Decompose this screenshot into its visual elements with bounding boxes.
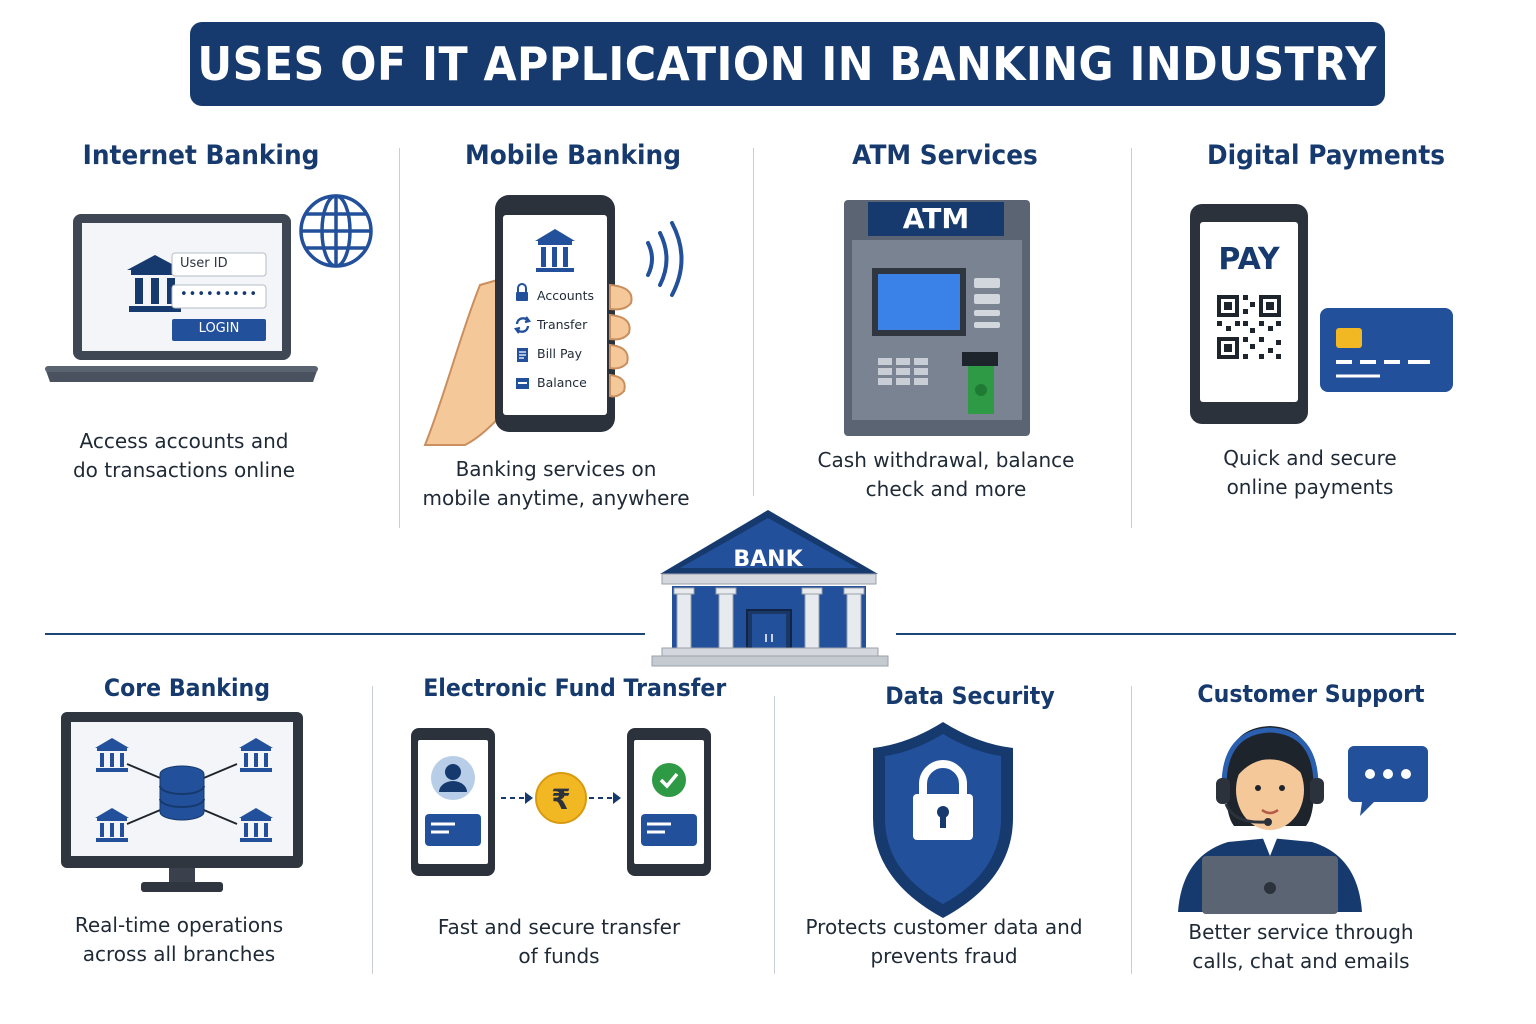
customer-support-desc: Better service through calls, chat and e… <box>1188 920 1414 973</box>
divider <box>1131 148 1132 528</box>
atm-services-title: ATM Services <box>852 140 1038 171</box>
eft-desc: Fast and secure transfer of funds <box>437 915 681 968</box>
laptop-icon <box>45 194 373 382</box>
lock-icon <box>913 760 973 840</box>
mobile-banking-desc: Banking services on mobile anytime, anyw… <box>422 457 690 510</box>
divider <box>372 686 373 974</box>
data-security-title: Data Security <box>885 682 1055 710</box>
menu-item-transfer[interactable]: Transfer <box>537 317 588 332</box>
data-security-desc: Protects customer data and prevents frau… <box>805 915 1083 968</box>
core-banking-title: Core Banking <box>103 674 271 702</box>
signal-icon <box>646 221 684 297</box>
fund-transfer-icon <box>411 728 711 876</box>
document-icon <box>517 348 528 362</box>
bank-icon <box>535 229 575 272</box>
internet-banking-title: Internet Banking <box>82 140 320 171</box>
lock-icon <box>516 283 528 301</box>
rupee-icon: ₹ <box>551 783 571 816</box>
atm-machine-icon <box>844 200 1030 436</box>
digital-payments-desc: Quick and secure online payments <box>1223 446 1397 499</box>
payment-phone-icon <box>1190 204 1453 424</box>
customer-support-title: Customer Support <box>1197 680 1425 708</box>
bank-icon <box>127 255 183 312</box>
internet-banking-desc: Access accounts and do transactions onli… <box>72 429 296 482</box>
core-banking-desc: Real-time operations across all branches <box>74 913 284 966</box>
hand-phone-icon <box>423 195 684 446</box>
divider <box>1131 686 1132 974</box>
shield-icon <box>873 722 1013 918</box>
digital-payments-title: Digital Payments <box>1206 140 1446 171</box>
eft-title: Electronic Fund Transfer <box>423 674 727 702</box>
bank-building-icon <box>651 510 889 667</box>
card-icon <box>516 378 529 389</box>
menu-item-balance[interactable]: Balance <box>537 375 587 390</box>
divider <box>399 148 400 528</box>
pay-label: PAY <box>1218 242 1280 277</box>
refresh-icon <box>513 316 532 334</box>
divider-line <box>896 633 1456 635</box>
database-icon <box>159 765 205 821</box>
user-id-field[interactable]: User ID <box>180 256 228 271</box>
qr-code-icon <box>1217 295 1281 359</box>
password-field[interactable]: ••••••••• <box>180 287 259 302</box>
atm-services-desc: Cash withdrawal, balance check and more <box>817 448 1075 501</box>
page-title: USES OF IT APPLICATION IN BANKING INDUST… <box>197 37 1378 91</box>
bank-icon <box>95 738 273 842</box>
menu-item-accounts[interactable]: Accounts <box>537 288 594 303</box>
header-banner: USES OF IT APPLICATION IN BANKING INDUST… <box>190 22 1385 106</box>
divider <box>753 148 754 496</box>
mobile-banking-title: Mobile Banking <box>465 140 681 171</box>
login-button[interactable]: LOGIN <box>198 321 240 336</box>
divider-line <box>45 633 645 635</box>
credit-card-icon <box>1320 308 1453 392</box>
bank-label: BANK <box>733 547 803 572</box>
chat-bubble-icon <box>1348 746 1428 816</box>
globe-icon <box>299 194 373 268</box>
support-agent-icon <box>1178 726 1428 914</box>
atm-label: ATM <box>902 202 970 235</box>
divider <box>774 696 775 974</box>
menu-item-bill-pay[interactable]: Bill Pay <box>537 346 583 361</box>
monitor-network-icon <box>61 712 303 892</box>
